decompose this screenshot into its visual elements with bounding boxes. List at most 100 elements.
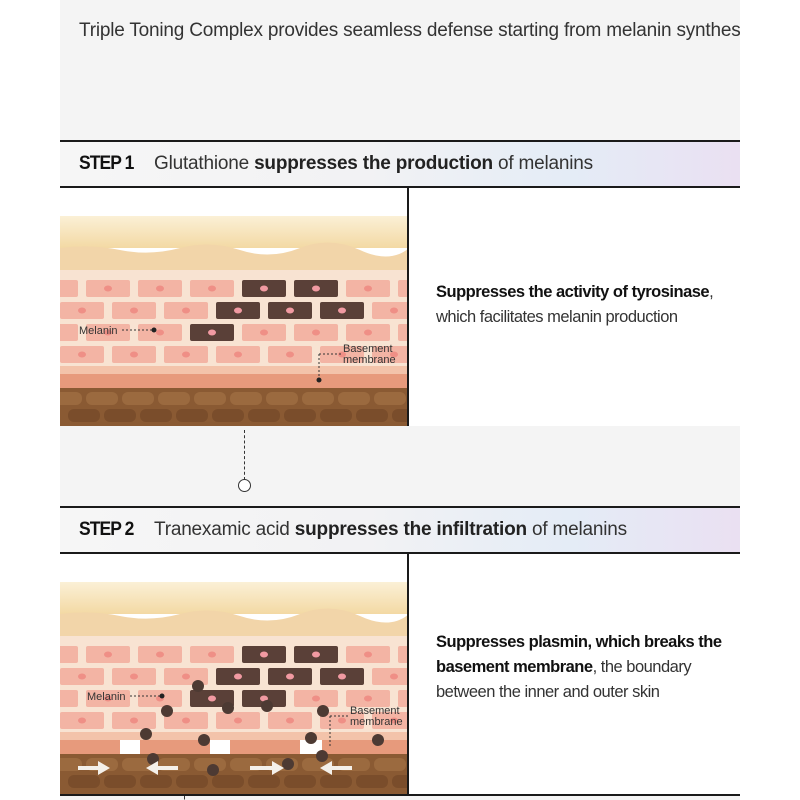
- page-frame: Triple Toning Complex provides seamless …: [60, 0, 740, 800]
- cell-nucleus: [234, 351, 242, 358]
- cell-nucleus: [130, 673, 138, 680]
- dermis-block: [140, 409, 172, 422]
- dermis-block: [266, 392, 298, 405]
- step2-label: STEP 2: [79, 519, 134, 540]
- stratum-corneum: [60, 216, 407, 248]
- cell-nucleus: [182, 717, 190, 724]
- dermis-block: [212, 409, 244, 422]
- skin-cell: [372, 346, 407, 363]
- step1-content: Melanin Basement membrane Suppresses the…: [60, 188, 740, 428]
- skin-cell: [372, 712, 407, 729]
- dermis-block: [392, 409, 407, 422]
- cell-nucleus: [234, 673, 242, 680]
- skin-cell: [398, 324, 407, 341]
- cell-nucleus: [208, 651, 216, 658]
- dermis-block: [374, 758, 406, 771]
- dermis-block: [140, 775, 172, 788]
- cell-nucleus: [364, 695, 372, 702]
- cell-nucleus: [130, 307, 138, 314]
- skin-cell: [398, 690, 407, 707]
- dermis-block: [374, 392, 406, 405]
- dermis-block: [284, 409, 316, 422]
- skin-cell: [372, 668, 407, 685]
- svg-text:Melanin: Melanin: [87, 691, 126, 703]
- cell-nucleus: [286, 307, 294, 314]
- cell-nucleus: [364, 329, 372, 336]
- cell-nucleus: [338, 307, 346, 314]
- step1-skin-diagram: Melanin Basement membrane: [60, 188, 407, 426]
- cell-nucleus: [286, 351, 294, 358]
- cell-nucleus: [182, 351, 190, 358]
- dermis-block: [104, 775, 136, 788]
- melanin-callout: Melanin: [79, 325, 157, 337]
- arrow-icons: [78, 761, 352, 775]
- cell-nucleus: [78, 717, 86, 724]
- dermis-block: [284, 775, 316, 788]
- cell-nucleus: [234, 307, 242, 314]
- step2-illustration: Melanin Basement membrane: [60, 554, 409, 794]
- cell-nucleus: [260, 651, 268, 658]
- melanin-callout: Melanin: [87, 691, 165, 703]
- intro-section: Triple Toning Complex provides seamless …: [60, 0, 740, 140]
- cell-nucleus: [312, 329, 320, 336]
- dermis-block: [122, 758, 154, 771]
- cell-nucleus: [78, 307, 86, 314]
- step2-skin-diagram: Melanin Basement membrane: [60, 554, 407, 794]
- cell-nucleus: [104, 329, 112, 336]
- svg-text:Basement: Basement: [350, 705, 400, 717]
- cell-nucleus: [130, 351, 138, 358]
- step2-description: Suppresses plasmin, which breaks the bas…: [436, 633, 722, 701]
- skin-cells: [60, 646, 407, 729]
- dermis-block: [86, 392, 118, 405]
- cell-nucleus: [364, 285, 372, 292]
- cell-nucleus: [312, 651, 320, 658]
- cell-nucleus: [234, 717, 242, 724]
- cell-nucleus: [260, 285, 268, 292]
- cell-nucleus: [104, 651, 112, 658]
- stratum-corneum: [60, 582, 407, 614]
- skin-cell: [60, 646, 78, 663]
- dermis-block: [68, 775, 100, 788]
- dermis-block: [392, 775, 407, 788]
- step1-title: Glutathione suppresses the production of…: [154, 153, 593, 174]
- dermis-block: [60, 392, 82, 405]
- dermis-block: [176, 409, 208, 422]
- dermis-block: [248, 775, 280, 788]
- skin-cell: [398, 280, 407, 297]
- cell-nucleus: [338, 673, 346, 680]
- cell-nucleus: [156, 285, 164, 292]
- membrane-callout: Basement membrane: [316, 343, 396, 383]
- cell-nucleus: [182, 673, 190, 680]
- cell-nucleus: [130, 717, 138, 724]
- step2-header: STEP 2 Tranexamic acid suppresses the in…: [60, 506, 740, 554]
- dermis-block: [356, 409, 388, 422]
- step-connector: [60, 426, 740, 506]
- dermis-block: [356, 775, 388, 788]
- step2-content: Melanin Basement membrane Suppresses pla…: [60, 554, 740, 796]
- skin-cell: [372, 302, 407, 319]
- dermis-block: [338, 392, 370, 405]
- step1-label: STEP 1: [79, 153, 134, 174]
- basement-membrane: [60, 374, 407, 388]
- step1-illustration: Melanin Basement membrane: [60, 188, 409, 426]
- dermis-block: [158, 392, 190, 405]
- svg-text:membrane: membrane: [343, 354, 396, 366]
- dermis-block: [302, 392, 334, 405]
- dermis-block: [104, 409, 136, 422]
- step2-title: Tranexamic acid suppresses the infiltrat…: [154, 519, 627, 540]
- dermis-block: [248, 409, 280, 422]
- skin-cells: [60, 280, 407, 363]
- dermis-block: [122, 392, 154, 405]
- skin-cell: [398, 646, 407, 663]
- dermis-block: [320, 409, 352, 422]
- svg-text:membrane: membrane: [350, 716, 403, 728]
- cell-nucleus: [312, 285, 320, 292]
- cell-nucleus: [286, 673, 294, 680]
- cell-nucleus: [104, 285, 112, 292]
- step1-description: Suppresses the activity of tyrosinase, w…: [436, 283, 714, 326]
- cell-nucleus: [104, 695, 112, 702]
- step1-header: STEP 1 Glutathione suppresses the produc…: [60, 140, 740, 188]
- cell-nucleus: [182, 307, 190, 314]
- cell-nucleus: [390, 673, 398, 680]
- intro-text: Triple Toning Complex provides seamless …: [79, 20, 740, 41]
